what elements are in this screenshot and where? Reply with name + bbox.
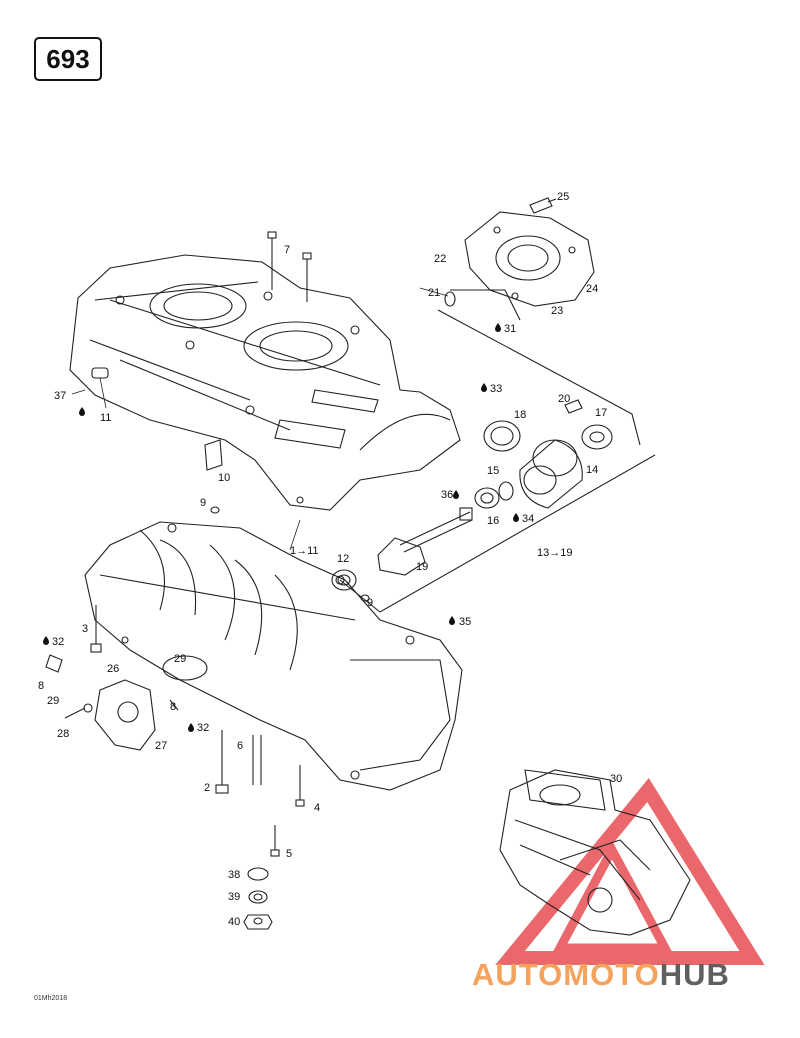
cap-17 <box>581 424 613 450</box>
washer-39 <box>248 890 268 904</box>
stud-9 <box>210 506 370 602</box>
leader-lines <box>71 287 449 630</box>
label-32a: 32 <box>52 636 64 648</box>
bolt-28 <box>64 703 93 719</box>
label-5: 5 <box>286 848 292 860</box>
stud-6 <box>252 735 262 785</box>
bearing-12 <box>331 569 357 591</box>
label-7: 7 <box>284 244 290 256</box>
bearing-16 <box>474 487 500 509</box>
drop-icon <box>513 513 519 522</box>
label-29a: 29 <box>174 653 186 665</box>
gear-14 <box>519 439 583 509</box>
bolt-25 <box>529 197 557 214</box>
label-35: 35 <box>459 616 471 628</box>
label-12: 12 <box>337 553 349 565</box>
rotary-valve-cover <box>450 211 595 321</box>
label-26: 26 <box>107 663 119 675</box>
label-40: 40 <box>228 916 240 928</box>
drop-icon <box>449 616 455 625</box>
label-25: 25 <box>557 191 569 203</box>
washer-21 <box>444 291 456 307</box>
drop-icon <box>43 636 49 645</box>
drop-icon <box>188 723 194 732</box>
drop-icon <box>495 323 501 332</box>
label-8a: 8 <box>38 680 44 692</box>
label-10: 10 <box>218 472 230 484</box>
label-27: 27 <box>155 740 167 752</box>
drop-icon <box>79 407 85 416</box>
label-34: 34 <box>522 513 534 525</box>
seal-15 <box>498 481 514 501</box>
nut-40 <box>243 914 273 930</box>
label-30: 30 <box>610 773 622 785</box>
model-number-box: 693 <box>34 37 102 81</box>
label-3: 3 <box>82 623 88 635</box>
label-13: 13→19 <box>537 547 572 559</box>
engine-assembly-30 <box>499 769 691 936</box>
label-23: 23 <box>551 305 563 317</box>
plug-11 <box>91 367 109 379</box>
ring-18 <box>483 420 521 452</box>
bolt-3 <box>90 605 102 653</box>
bolt-5 <box>270 825 280 857</box>
washer-38 <box>247 867 269 881</box>
bolt-2 <box>215 730 229 794</box>
part-labels: 25 7 22 21 24 23 31 33 20 18 17 14 15 36… <box>38 191 622 928</box>
label-8b: 8 <box>170 701 176 713</box>
fitting-8 <box>45 654 179 711</box>
screw-20 <box>564 399 583 414</box>
label-19: 19 <box>416 561 428 573</box>
label-21: 21 <box>428 287 440 299</box>
label-28: 28 <box>57 728 69 740</box>
label-37: 37 <box>54 390 66 402</box>
lubricant-drop-icons <box>43 323 519 732</box>
label-16: 16 <box>487 515 499 527</box>
watermark-text-main: AUTOMOTO <box>472 957 660 992</box>
gasket-10 <box>204 439 223 471</box>
lower-crankcase <box>84 521 463 791</box>
label-39: 39 <box>228 891 240 903</box>
watermark-triangle <box>495 777 765 965</box>
watermark-logo: AUTOMOTOHUB <box>472 957 730 993</box>
label-11: 11 <box>100 412 111 424</box>
drop-icon <box>481 383 487 392</box>
footer-code: 01Mh2018 <box>34 995 68 1002</box>
label-32b: 32 <box>197 722 209 734</box>
label-38: 38 <box>228 869 240 881</box>
watermark-text-accent: HUB <box>659 957 730 992</box>
label-31: 31 <box>504 323 516 335</box>
label-33: 33 <box>490 383 502 395</box>
label-29b: 29 <box>47 695 59 707</box>
label-15: 15 <box>487 465 499 477</box>
label-22: 22 <box>434 253 446 265</box>
label-6: 6 <box>237 740 243 752</box>
assembly-bracket <box>339 309 656 613</box>
label-2: 2 <box>204 782 210 794</box>
bolt-7 <box>267 231 312 302</box>
rotary-valve-shaft <box>377 507 473 576</box>
label-9b: 9 <box>367 597 373 609</box>
drop-icon <box>453 490 459 499</box>
label-1: 1→11 <box>290 545 319 557</box>
label-36: 36 <box>441 489 453 501</box>
label-17: 17 <box>595 407 607 419</box>
label-18: 18 <box>514 409 526 421</box>
label-9a: 9 <box>200 497 206 509</box>
upper-crankcase <box>69 254 461 511</box>
label-4: 4 <box>314 802 320 814</box>
label-14: 14 <box>586 464 598 476</box>
pump-26 <box>94 679 156 751</box>
model-number: 693 <box>46 43 90 74</box>
bolt-4 <box>295 765 305 807</box>
label-24: 24 <box>586 283 598 295</box>
label-20: 20 <box>558 393 570 405</box>
